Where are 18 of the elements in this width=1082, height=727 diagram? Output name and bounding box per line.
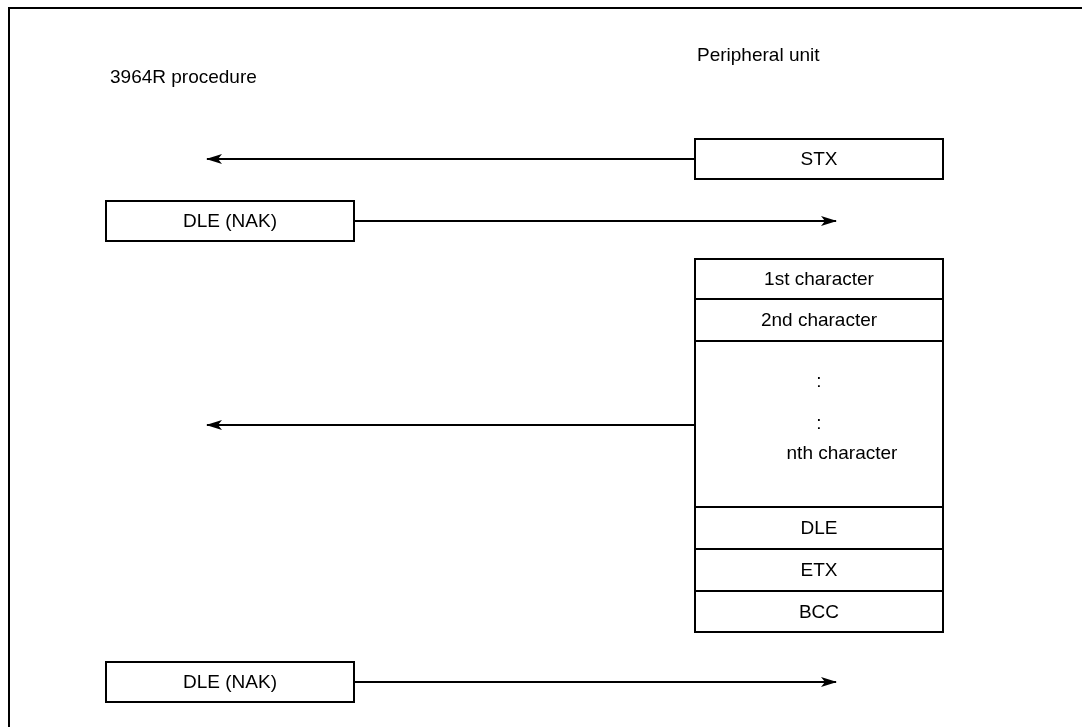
ellipsis-dots: : (816, 370, 822, 392)
message-field: DLE (694, 506, 944, 550)
arrow (206, 420, 695, 430)
message-field: ETX (694, 548, 944, 592)
message-text: nth character (786, 442, 898, 464)
arrow (354, 216, 837, 226)
column-heading: 3964R procedure (110, 66, 257, 88)
message-field: DLE (NAK) (105, 200, 355, 242)
message-field (694, 340, 944, 508)
message-field: 1st character (694, 258, 944, 300)
message-field: STX (694, 138, 944, 180)
message-field: BCC (694, 590, 944, 633)
column-heading: Peripheral unit (697, 44, 820, 66)
message-field: DLE (NAK) (105, 661, 355, 703)
message-field: 2nd character (694, 298, 944, 342)
arrow (354, 677, 837, 687)
arrow (206, 154, 695, 164)
ellipsis-dots: : (816, 412, 822, 434)
